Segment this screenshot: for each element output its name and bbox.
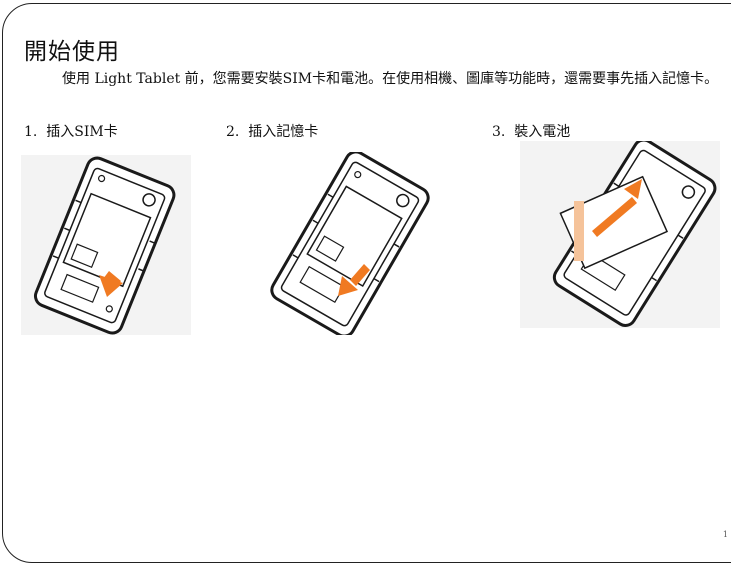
sim-insert-illustration	[21, 155, 191, 335]
step-3-text: 裝入電池	[514, 124, 571, 140]
page-number: 1	[722, 530, 728, 539]
battery-arrow-icon	[592, 179, 642, 237]
step-2-text: 插入記憶卡	[248, 124, 319, 140]
step-1-text: 插入SIM卡	[46, 124, 118, 140]
intro-paragraph: 使用 Light Tablet 前，您需要安裝SIM卡和電池。在使用相機、圖庫等…	[62, 71, 719, 87]
step-2-label: 2. 插入記憶卡	[226, 121, 318, 141]
step-3-label: 3. 裝入電池	[492, 121, 570, 141]
page-title: 開始使用	[24, 39, 120, 65]
insert-arrow-icon	[338, 264, 370, 296]
memory-card-insert-illustration	[258, 152, 443, 335]
step-1-number: 1.	[24, 124, 38, 140]
step-2-number: 2.	[226, 124, 240, 140]
step-3-number: 3.	[492, 124, 506, 140]
step-1-label: 1. 插入SIM卡	[24, 121, 118, 141]
battery-install-illustration	[520, 141, 720, 328]
insert-arrow-icon	[99, 271, 123, 297]
